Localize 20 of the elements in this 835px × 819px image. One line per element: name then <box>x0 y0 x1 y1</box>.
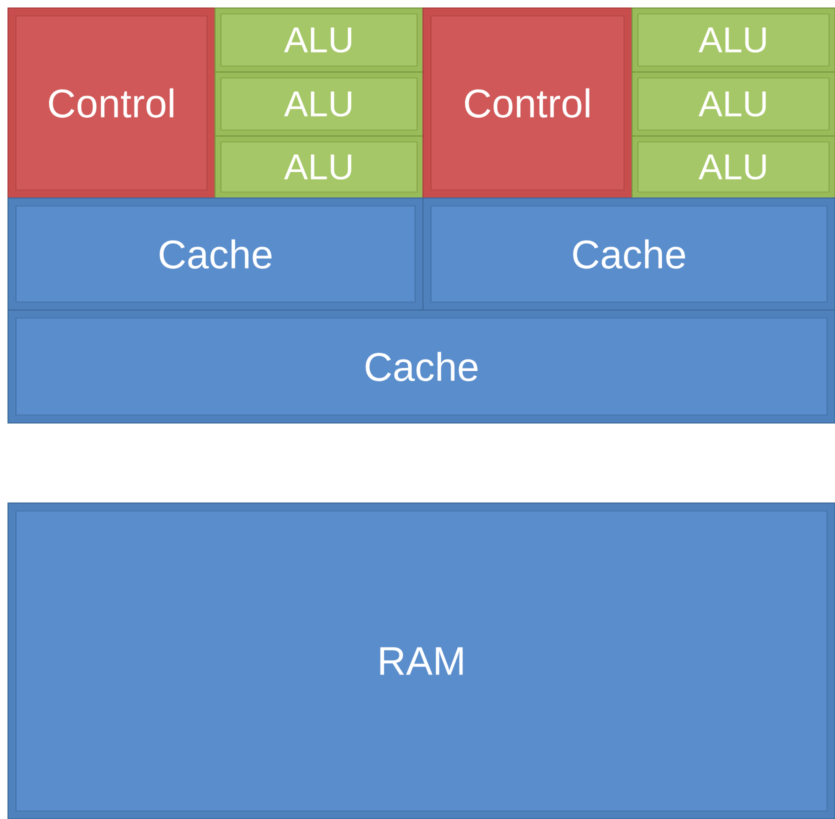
node-label: ALU <box>698 154 766 180</box>
memory-box: RAM <box>8 502 835 819</box>
node-label: Cache <box>160 239 272 269</box>
control-unit-box: Control <box>422 8 632 198</box>
cache-box: Cache <box>422 198 835 310</box>
node-label: ALU <box>698 91 766 117</box>
alu-box: ALU <box>632 8 835 72</box>
node-label: Cache <box>366 352 478 382</box>
alu-box: ALU <box>214 72 424 136</box>
alu-box: ALU <box>214 136 424 198</box>
node-label: ALU <box>284 91 352 117</box>
node-label: ALU <box>698 27 766 53</box>
node-label: ALU <box>284 27 352 53</box>
node-label: Cache <box>573 239 686 269</box>
control-unit-box: Control <box>8 8 216 198</box>
node-label: ALU <box>284 154 352 180</box>
alu-box: ALU <box>214 8 424 72</box>
cache-box: Cache <box>8 198 424 310</box>
alu-box: ALU <box>632 136 835 198</box>
alu-box: ALU <box>632 72 835 136</box>
